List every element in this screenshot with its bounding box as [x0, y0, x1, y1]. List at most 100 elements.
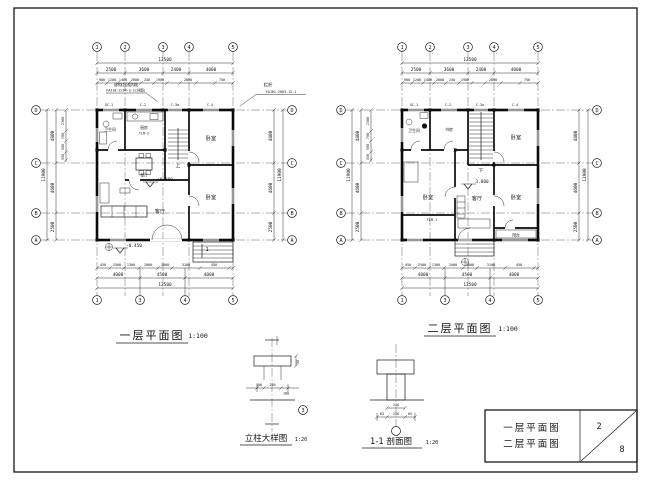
room-label-bedroom: 卧室: [511, 133, 521, 141]
note-standard-ref: 栏杆 FAJ01-2003-12-1: [239, 82, 306, 107]
plan2-title: 二层平面图: [428, 322, 493, 335]
svg-text:FAJ18-2/64-a-2(详图): FAJ18-2/64-a-2(详图): [106, 88, 145, 93]
bath-fixtures: [99, 112, 123, 145]
dim-label: 100: [256, 383, 262, 387]
elevation-label: ±0.000: [157, 177, 173, 183]
detail2-title: 1-1 剖面图: [370, 436, 412, 447]
dim-label: 4800: [268, 130, 274, 141]
dim-label: 1000: [161, 263, 169, 267]
dim-label: 2500: [106, 67, 117, 73]
dim-label: 700: [61, 133, 65, 139]
dim-label: 240: [144, 78, 150, 82]
grid-label: A: [290, 238, 294, 244]
stair-direction-label: 下: [479, 168, 484, 174]
dim-label: 3100: [182, 263, 190, 267]
drain-symbol: [461, 258, 469, 266]
grid-label: 4: [183, 298, 186, 304]
dim-label: 4000: [206, 67, 217, 73]
grid-label: B: [290, 211, 293, 217]
dim-label: 2800: [184, 78, 192, 82]
dim-label: 12500: [158, 57, 172, 63]
detail1-title: 立柱大样图: [245, 433, 288, 444]
dim-label: 50: [296, 360, 300, 364]
elevation-symbol: [115, 247, 125, 254]
dim-label: 3600: [139, 67, 150, 73]
dim-label: 2000: [144, 263, 152, 267]
dim-label: 4600: [50, 182, 56, 193]
dim-label: 2500: [50, 221, 56, 232]
bath-fixtures: [405, 112, 429, 129]
window-label: C-4: [207, 103, 213, 107]
floor-plan-grid-dims: 1 2 3 4 5 1 3 4 5 D C B A D C B A 12500 …: [31, 42, 297, 305]
elevation-symbol: [463, 183, 473, 190]
planter-hatch: [457, 218, 491, 229]
door-type-label: TLM-2: [139, 132, 149, 136]
floor-plan-2: 3.000 卫生间 书房 卧室 卧室 客厅 卧室 阳台 下 TLM-1 二层平面…: [400, 108, 540, 337]
detail-bubble: 3: [301, 408, 304, 414]
door-type-label: TLM-1: [427, 218, 437, 222]
room-label-living: 客厅: [155, 207, 165, 215]
room-label-bedroom: 卧室: [423, 193, 433, 201]
room-label-bedroom: 卧室: [511, 193, 521, 201]
svg-text:结构柱见结构图: 结构柱见结构图: [114, 82, 138, 87]
dim-label: 750: [219, 78, 225, 82]
dim-label: 2500: [113, 263, 121, 267]
dim-label: 4600: [268, 182, 274, 193]
dim-label: 210: [393, 403, 399, 407]
dim-label: 1300: [127, 263, 135, 267]
entry-steps: [192, 241, 234, 263]
grid-label: A: [34, 238, 38, 244]
window-label: C-3a: [171, 103, 179, 107]
dim-label: 100: [283, 392, 289, 396]
grid-label: C: [34, 161, 37, 167]
dim-label: 450: [100, 263, 106, 267]
dim-label: 1900: [156, 78, 164, 82]
dim-label: 65: [380, 412, 384, 416]
window-label: C-2: [140, 103, 146, 107]
grid-label: 5: [231, 45, 234, 51]
grid-label: 5: [231, 298, 234, 304]
dim-label: 250: [393, 412, 399, 416]
elevation-symbol: [145, 181, 155, 188]
plan1-scale: 1:100: [188, 332, 208, 340]
room-label-kitchen: 厨房: [140, 125, 148, 130]
balcony-hatch: [495, 229, 537, 239]
dim-label: 2400: [171, 67, 182, 73]
sheet-border: [13, 7, 638, 473]
dim-label: 11900: [277, 168, 283, 182]
bed: [403, 161, 419, 183]
dim-label: 2500: [268, 221, 274, 232]
dim-label: 4000: [204, 272, 215, 278]
room-label-balcony: 阳台: [512, 233, 520, 238]
dim-label: 250: [269, 383, 275, 387]
grid-label: 4: [187, 45, 190, 51]
dining-table: [135, 153, 153, 175]
room-label-bath: 卫生间: [408, 128, 420, 133]
sofa: [99, 182, 148, 218]
floor-plan-1: ±0.000 -0.450 1 卫生间 厨房 TLM-2 餐厅 卧室 客厅 卧室…: [95, 82, 306, 344]
dim-label: 2600: [131, 78, 139, 82]
room-label-bedroom: 卧室: [206, 193, 216, 201]
dim-label: 11900: [41, 168, 47, 182]
detail2-scale: 1:20: [426, 440, 439, 446]
plan1-title: 一层平面图: [120, 329, 185, 342]
sheet-total: 8: [619, 445, 624, 455]
sheet-number: 2: [596, 422, 601, 432]
room-label-bedroom: 卧室: [206, 134, 216, 142]
grid-label: C: [290, 161, 293, 167]
title-block-line1: 一层平面图: [503, 423, 561, 434]
title-block-line2: 二层平面图: [503, 439, 561, 450]
detail-column: 50 100 250 100 3 立柱大样图 1:20: [240, 336, 308, 446]
dim-label: 450: [211, 263, 217, 267]
stairs: [469, 112, 493, 160]
room-label-bath: 卫生间: [104, 127, 116, 132]
svg-text:栏杆: 栏杆: [264, 82, 273, 89]
dim-label: 350: [61, 154, 65, 160]
grid-label: 1: [95, 298, 98, 304]
detail1-scale: 1:20: [295, 437, 308, 443]
drain-symbol: [105, 243, 113, 251]
dim-label: 12500: [158, 282, 172, 288]
grid-label: 2: [123, 45, 126, 51]
